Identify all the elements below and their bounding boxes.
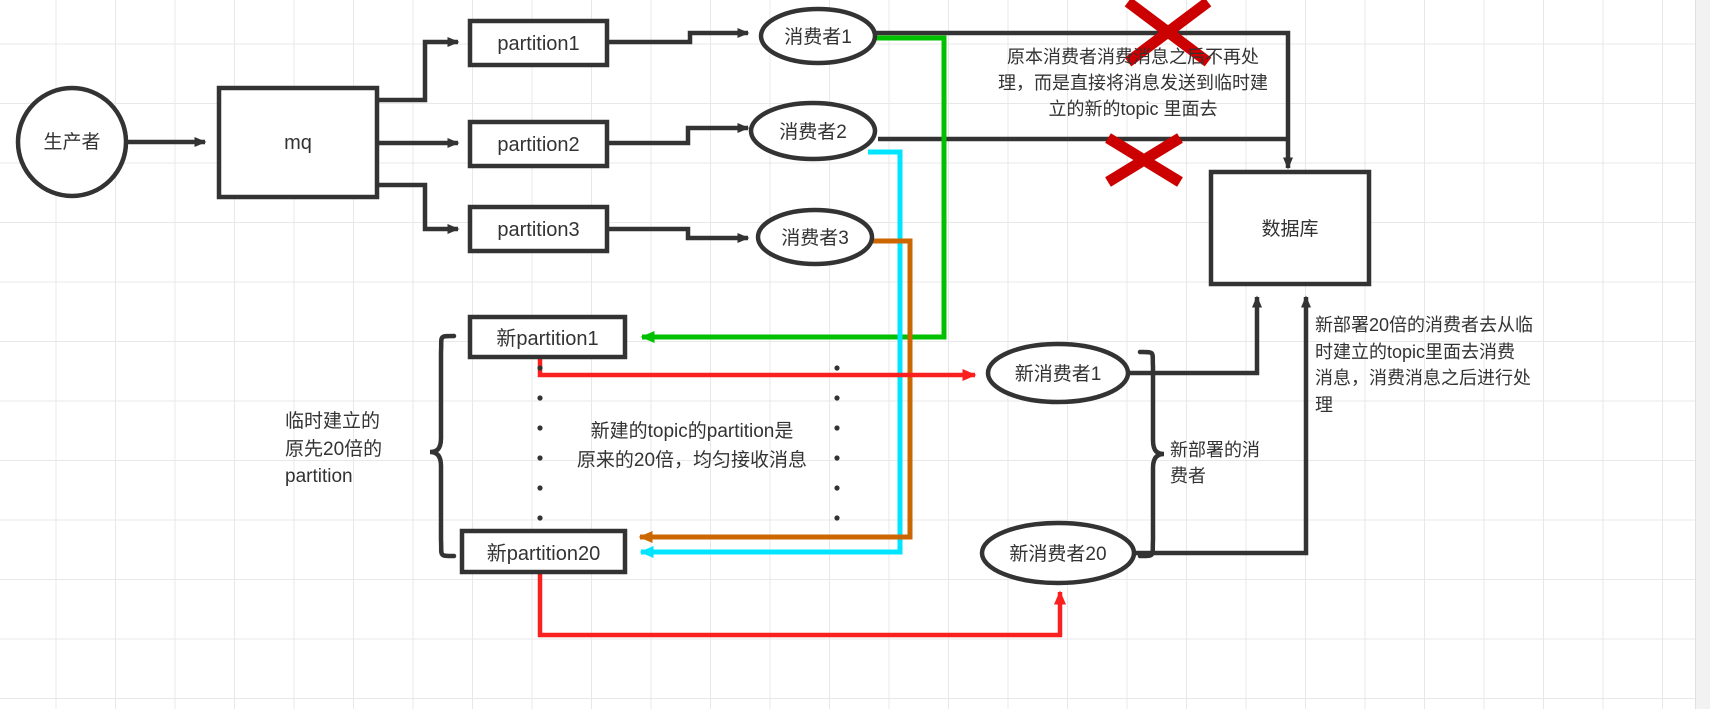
cross-bottom-icon (1105, 133, 1183, 187)
edge-newconsumer20-database (1134, 295, 1311, 556)
vertical-ellipsis-partitions (537, 365, 543, 521)
edge-partition1-consumer1 (606, 28, 750, 45)
label-consumer2: 消费者2 (779, 122, 847, 143)
node-producer[interactable] (15, 85, 129, 199)
annotation-right-note: 新部署20倍的消费者去从临 时建立的topic里面去消费 消息，消费消息之后进行… (1315, 315, 1534, 415)
label-new-partition20: 新partition20 (486, 543, 601, 565)
label-new-consumer1: 新消费者1 (1014, 364, 1102, 385)
label-partition2: partition2 (497, 134, 580, 156)
edge-mq-partition3 (376, 182, 460, 234)
label-mq: mq (284, 132, 312, 154)
annotation-center-note: 新建的topic的partition是 原来的20倍，均匀接收消息 (576, 421, 808, 471)
node-database[interactable] (1208, 169, 1372, 287)
edge-consumer3-newpartition20-orange (638, 238, 913, 543)
node-new-partition1[interactable] (467, 314, 628, 360)
node-consumer3[interactable] (755, 207, 875, 267)
node-new-partition20[interactable] (459, 528, 628, 575)
node-consumer1[interactable] (758, 6, 878, 66)
vertical-ellipsis-center (834, 365, 840, 521)
node-consumer2[interactable] (748, 100, 878, 162)
right-brace (1137, 349, 1165, 559)
node-new-consumer1[interactable] (985, 341, 1131, 405)
node-partition2[interactable] (467, 119, 610, 169)
edge-mq-partition1 (376, 37, 460, 103)
label-partition3: partition3 (497, 219, 580, 241)
left-brace (429, 333, 457, 559)
label-new-consumer20: 新消费者20 (1009, 544, 1107, 565)
edge-consumer2-newpartition20-cyan (639, 149, 903, 558)
label-consumer3: 消费者3 (781, 228, 849, 249)
annotation-right-brace-note: 新部署的消 费者 (1170, 440, 1260, 487)
label-consumer1: 消费者1 (784, 27, 852, 48)
edge-newconsumer1-database (1130, 295, 1262, 376)
edge-partition3-consumer3 (606, 226, 750, 243)
node-new-consumer20[interactable] (979, 520, 1137, 586)
edge-consumer1-newpartition1-green (640, 35, 947, 343)
edge-newpartition1-newconsumer1-red (537, 355, 977, 381)
right-page-edge (1695, 0, 1710, 709)
edge-consumer1-database (872, 30, 1293, 170)
annotation-left-brace-note: 临时建立的 原先20倍的 partition (285, 411, 383, 488)
node-partition3[interactable] (467, 204, 610, 254)
edge-partition2-consumer2 (606, 123, 750, 146)
cross-top-icon (1124, 0, 1212, 67)
edge-newpartition20-newconsumer20-red (537, 570, 1066, 638)
node-mq[interactable] (216, 85, 380, 200)
label-new-partition1: 新partition1 (496, 328, 599, 350)
annotation-top-note: 原本消费者消费消息之后不再处 理，而是直接将消息发送到临时建 立的新的topic… (998, 47, 1268, 120)
label-producer: 生产者 (43, 132, 101, 153)
label-partition1: partition1 (497, 33, 580, 55)
node-partition1[interactable] (467, 18, 610, 68)
label-database: 数据库 (1261, 219, 1319, 240)
